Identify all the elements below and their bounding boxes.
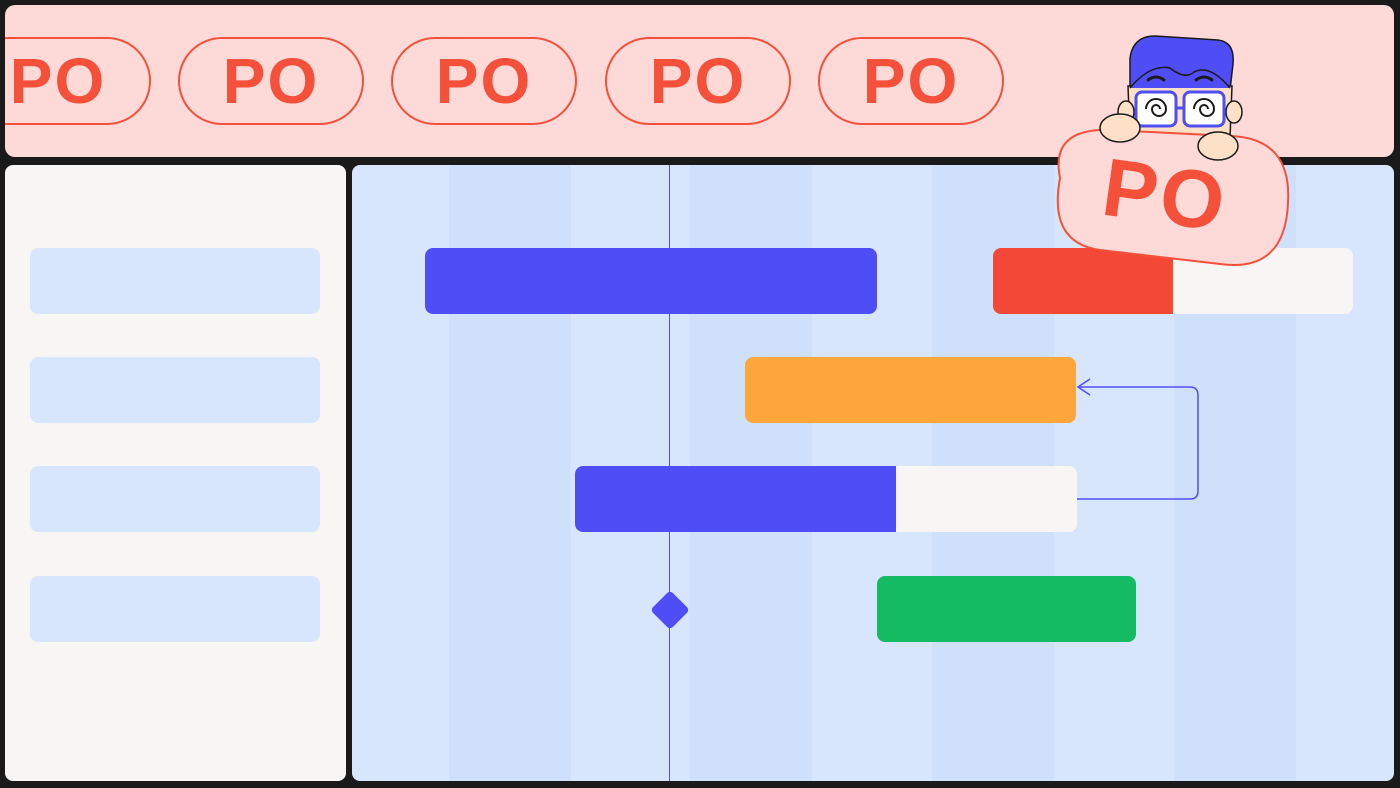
po-badge: PO xyxy=(605,37,791,125)
gantt-bar-task-3[interactable] xyxy=(745,357,1076,423)
po-mascot-icon xyxy=(1056,35,1290,266)
bar-progress-fill xyxy=(877,576,1136,642)
bar-progress-fill xyxy=(575,466,897,532)
task-list-item[interactable] xyxy=(30,576,320,642)
dependency-arrow xyxy=(1076,378,1199,500)
bar-progress-fill xyxy=(745,357,1076,423)
bar-progress-fill xyxy=(993,248,1173,314)
gantt-bar-task-5[interactable] xyxy=(877,576,1136,642)
gantt-chart xyxy=(352,165,1394,781)
gantt-bar-task-4[interactable] xyxy=(575,466,1077,532)
po-badge: PO xyxy=(391,37,577,125)
po-badge: PO xyxy=(178,37,364,125)
po-badge: PO xyxy=(5,37,151,125)
task-list-item[interactable] xyxy=(30,357,320,423)
po-badge: PO xyxy=(818,37,1004,125)
task-list-item[interactable] xyxy=(30,466,320,532)
gantt-bar-task-2[interactable] xyxy=(993,248,1353,314)
bar-progress-fill xyxy=(425,248,877,314)
gantt-bar-task-1[interactable] xyxy=(425,248,877,314)
task-list-item[interactable] xyxy=(30,248,320,314)
task-sidebar xyxy=(5,165,346,781)
